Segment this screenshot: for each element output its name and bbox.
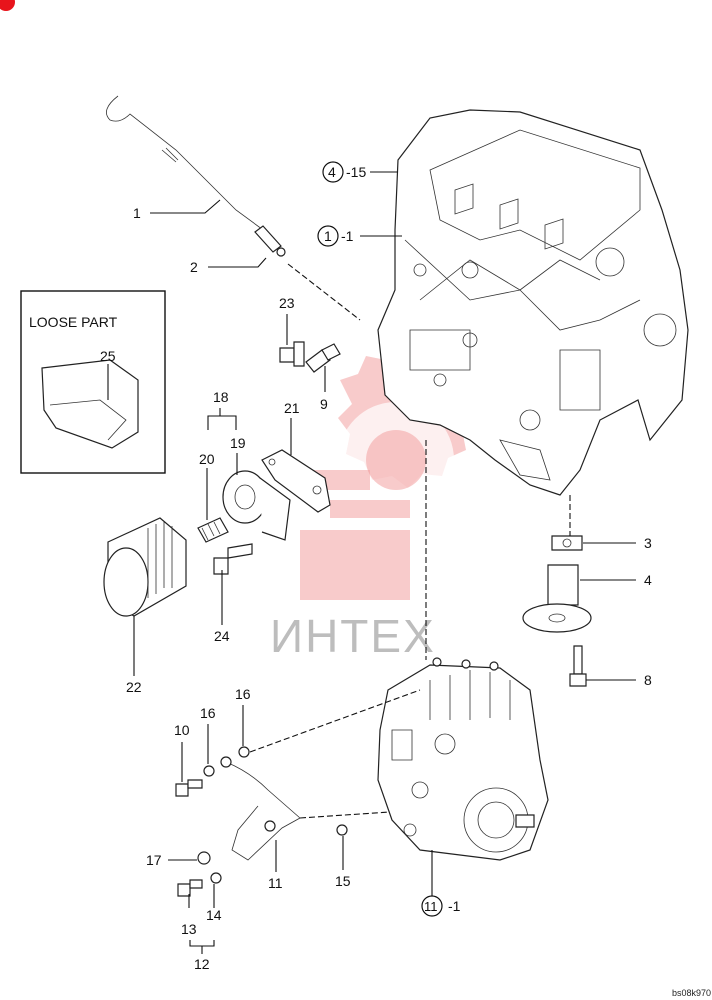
ref-11-1-num: 11	[424, 899, 438, 914]
callout-18: 18	[213, 389, 229, 405]
callout-2: 2	[190, 259, 198, 275]
ref-1-1-num: 1	[324, 228, 332, 244]
bolt-illustration	[213, 543, 253, 575]
callout-16-right: 16	[235, 686, 251, 702]
leader-lines	[107, 171, 636, 954]
callout-3: 3	[644, 535, 652, 551]
callout-19: 19	[230, 435, 246, 451]
callout-16-left: 16	[200, 705, 216, 721]
corner-badge	[0, 0, 15, 11]
fuel-injection-pump-illustration	[377, 657, 549, 861]
ref-1-1	[317, 225, 339, 247]
ref-4-15-suffix: -15	[346, 164, 366, 180]
cylinder-block-illustration	[377, 109, 689, 496]
callout-15: 15	[335, 873, 351, 889]
callout-10: 10	[174, 722, 190, 738]
ref-4-15	[322, 161, 344, 183]
callout-23: 23	[279, 295, 295, 311]
callout-4: 4	[644, 572, 652, 588]
oil-filter-illustration	[103, 517, 187, 617]
bolt-13-illustration	[177, 879, 203, 897]
bolt-10-illustration	[175, 779, 203, 797]
loose-part-box	[20, 290, 166, 474]
bolt-8-illustration	[569, 645, 587, 687]
spring-illustration	[197, 517, 229, 543]
washers-illustration	[203, 746, 348, 884]
callout-17: 17	[146, 852, 162, 868]
filter-bracket-illustration	[222, 470, 291, 541]
callout-8: 8	[644, 672, 652, 688]
ref-4-15-num: 4	[328, 164, 336, 180]
gasket-3-illustration	[551, 535, 583, 551]
plug-illustration	[279, 341, 305, 367]
callout-12: 12	[194, 956, 210, 972]
oil-pressure-switch-illustration	[305, 343, 341, 373]
callout-25: 25	[100, 348, 116, 364]
ref-1-1-suffix: -1	[341, 228, 354, 244]
callout-1: 1	[133, 205, 141, 221]
watermark-text: ИНТЕХ	[270, 610, 436, 662]
callout-24: 24	[214, 628, 230, 644]
nut-17-illustration	[197, 851, 211, 865]
callout-21: 21	[284, 400, 300, 416]
ref-11-1-suffix: -1	[448, 898, 461, 914]
callout-14: 14	[206, 907, 222, 923]
callout-22: 22	[126, 679, 142, 695]
pipe-illustration	[220, 756, 301, 861]
oil-strainer-illustration	[522, 564, 592, 633]
ref-11-1	[421, 895, 443, 917]
gasket-illustration	[261, 449, 331, 513]
callout-20: 20	[199, 451, 215, 467]
callout-13: 13	[181, 921, 197, 937]
figure-code: bs08k970	[672, 988, 711, 998]
loose-part-title: LOOSE PART	[29, 314, 118, 330]
dipstick-illustration	[106, 95, 267, 233]
dipstick-guide-illustration	[254, 225, 286, 257]
callout-9: 9	[320, 396, 328, 412]
callout-11: 11	[268, 875, 283, 891]
